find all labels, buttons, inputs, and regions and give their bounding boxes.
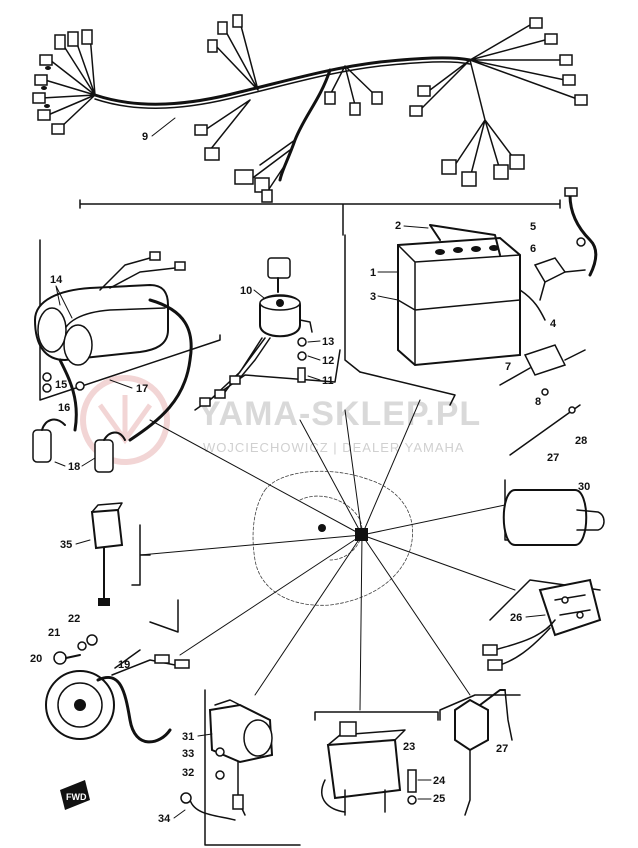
part-label-28: 27 [547, 452, 559, 464]
part-label-22: 22 [68, 613, 80, 625]
part-label-14: 14 [50, 274, 63, 286]
resistor-group: 30 [502, 479, 605, 546]
battery-bracket-line [344, 234, 361, 373]
battery-bracket-bottom [359, 371, 456, 406]
part-label-11: 11 [322, 375, 334, 387]
battery-group: 2 1 3 4 5 6 7 8 27 28 [370, 187, 598, 464]
flasher-relay-group: 35 [60, 502, 151, 606]
starter-relay-group: 31 33 32 34 [158, 689, 301, 846]
part-label-15: 15 [55, 379, 67, 391]
part-label-31: 31 [182, 731, 194, 743]
part-label-24: 24 [433, 775, 446, 787]
part-label-8: 8 [535, 396, 541, 408]
horn-group: 20 21 22 19 FWD [30, 599, 190, 810]
reference-lines [139, 399, 516, 711]
part-label-6: 6 [530, 243, 536, 255]
tail-unit-group: 26 [482, 578, 602, 671]
watermark-main-text: YAMA-SKLEP.PL [198, 395, 481, 433]
part-label-5: 5 [530, 221, 536, 233]
part-label-35: 35 [60, 539, 72, 551]
harness-upper-mid-connectors [207, 14, 259, 91]
part-label-2: 2 [395, 220, 401, 232]
harness-right-connectors [409, 17, 588, 187]
watermark-sub-text: WOJCIECHOWICZ | DEALER YAMAHA [203, 440, 465, 455]
neutral-switch-group: 27 [439, 689, 521, 816]
part-label-13: 13 [322, 336, 334, 348]
part-label-10: 10 [240, 285, 252, 297]
part-label-25: 25 [433, 793, 445, 805]
part-label-18: 18 [68, 461, 80, 473]
junction-block [355, 528, 368, 541]
part-label-21: 21 [48, 627, 60, 639]
fwd-mark: FWD [60, 780, 90, 810]
part-label-17: 17 [136, 383, 148, 395]
part-label-27: 27 [496, 743, 508, 755]
part-label-20: 20 [30, 653, 42, 665]
part-label-16: 16 [58, 402, 70, 414]
fwd-mark-text: FWD [66, 792, 87, 802]
harness-left-connectors [32, 29, 96, 135]
harness-right-mid-connectors [324, 65, 383, 116]
part-label-23: 23 [403, 741, 415, 753]
part-label-26: 26 [510, 612, 522, 624]
part-label-33: 33 [182, 748, 194, 760]
harness-bracket [79, 199, 561, 236]
part-label-30: 30 [578, 481, 590, 493]
part-label-19: 19 [118, 659, 130, 671]
part-label-9: 9 [142, 131, 148, 143]
main-switch-group: 10 11 12 13 [194, 257, 341, 411]
main-wire-harness: 9 [32, 14, 588, 203]
part-label-1: 1 [370, 267, 376, 279]
regulator-group: 23 24 25 [314, 711, 446, 816]
watermark: YAMA-SKLEP.PL WOJCIECHOWICZ | DEALER YAM… [80, 375, 481, 465]
part-label-7: 7 [505, 361, 511, 373]
part-label-12: 12 [322, 355, 334, 367]
frame-outline [252, 470, 413, 606]
part-label-32: 32 [182, 767, 194, 779]
ignition-coil-group: 14 15 16 17 18 [32, 239, 221, 473]
part-label-4: 4 [550, 318, 557, 330]
part-label-34: 34 [158, 813, 171, 825]
part-label-3: 3 [370, 291, 376, 303]
part-label-29: 28 [575, 435, 587, 447]
harness-lower-mid-connectors [194, 99, 296, 203]
